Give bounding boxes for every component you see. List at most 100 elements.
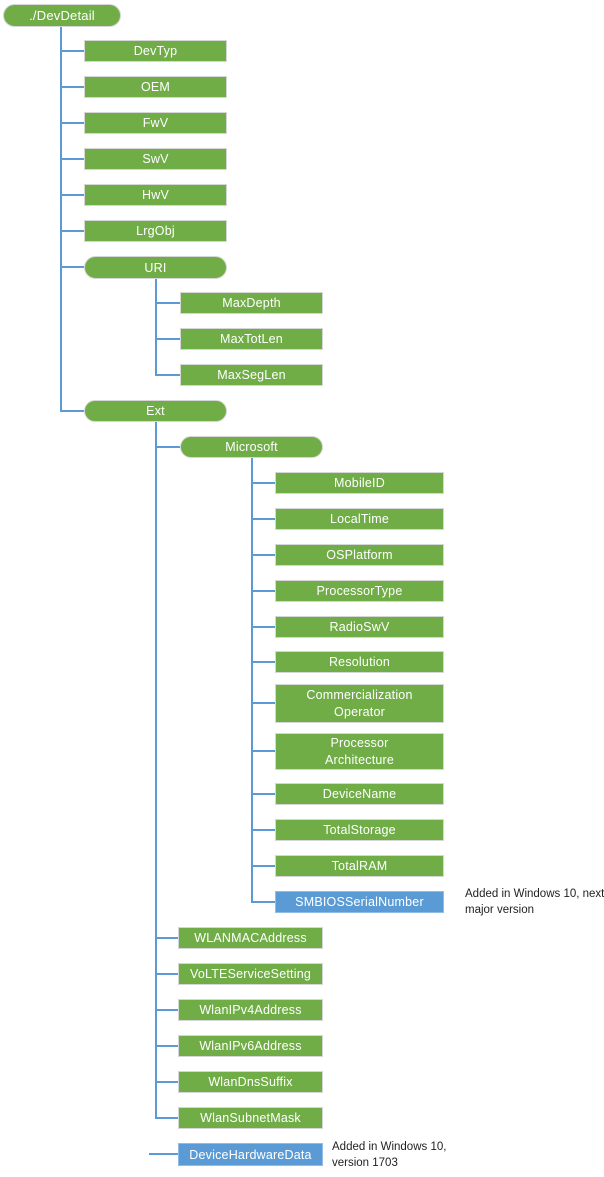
node-uri: URI: [84, 256, 227, 279]
node-label: MobileID: [334, 476, 385, 490]
node-label: Processor Architecture: [324, 735, 395, 767]
connector-line: [251, 829, 275, 831]
node-resolution: Resolution: [275, 651, 444, 673]
connector-line: [251, 458, 253, 903]
node-hwv: HwV: [84, 184, 227, 206]
connector-line: [251, 793, 275, 795]
connector-line: [155, 279, 157, 376]
node-label: DevTyp: [133, 44, 178, 58]
connector-line: [155, 1009, 178, 1011]
connector-line: [251, 518, 275, 520]
node-wlansubnetmask: WlanSubnetMask: [178, 1107, 323, 1129]
node-label: WlanIPv4Address: [199, 1003, 302, 1017]
node-lrgobj: LrgObj: [84, 220, 227, 242]
node-localtime: LocalTime: [275, 508, 444, 530]
node-label: Resolution: [328, 655, 391, 669]
node-totalram: TotalRAM: [275, 855, 444, 877]
node-devicename: DeviceName: [275, 783, 444, 805]
connector-line: [60, 410, 84, 412]
connector-line: [251, 661, 275, 663]
connector-line: [60, 266, 84, 268]
node-label: DeviceName: [322, 787, 397, 801]
node-mobileid: MobileID: [275, 472, 444, 494]
connector-line: [155, 338, 180, 340]
connector-line: [251, 590, 275, 592]
connector-line: [251, 901, 275, 903]
node-osplatform: OSPlatform: [275, 544, 444, 566]
node-label: URI: [144, 260, 167, 275]
annotation-devicehardwaredata-note: Added in Windows 10, version 1703: [332, 1141, 447, 1169]
node-label: SwV: [142, 152, 169, 166]
node-label: TotalStorage: [323, 823, 396, 837]
connector-line: [251, 750, 275, 752]
node-label: HwV: [142, 188, 169, 202]
node-label: WLANMACAddress: [194, 931, 307, 945]
connector-line: [60, 122, 84, 124]
node-oem: OEM: [84, 76, 227, 98]
node-label: RadioSwV: [329, 620, 390, 634]
connector-line: [60, 27, 62, 412]
node-label: Microsoft: [225, 440, 278, 454]
node-label: OSPlatform: [326, 548, 393, 562]
node-label: MaxTotLen: [220, 332, 283, 346]
node-label: MaxDepth: [222, 296, 281, 310]
node-label: LrgObj: [136, 224, 175, 238]
connector-line: [60, 158, 84, 160]
connector-line: [155, 302, 180, 304]
node-label: LocalTime: [330, 512, 389, 526]
node-devdetail: ./DevDetail: [3, 4, 121, 27]
connector-line: [149, 1153, 178, 1155]
node-label: ./DevDetail: [29, 7, 95, 23]
node-label: MaxSegLen: [217, 368, 286, 382]
node-ext: Ext: [84, 400, 227, 422]
connector-line: [60, 86, 84, 88]
node-label: FwV: [142, 116, 169, 130]
node-wlanipv4address: WlanIPv4Address: [178, 999, 323, 1021]
connector-line: [251, 865, 275, 867]
node-devtyp: DevTyp: [84, 40, 227, 62]
node-swv: SwV: [84, 148, 227, 170]
node-label: Commercialization Operator: [306, 687, 413, 719]
node-label: DeviceHardwareData: [189, 1147, 312, 1162]
connector-line: [251, 626, 275, 628]
connector-line: [60, 230, 84, 232]
node-voltservicesetting: VoLTEServiceSetting: [178, 963, 323, 985]
connector-line: [155, 937, 178, 939]
node-processorarchitecture: Processor Architecture: [275, 733, 444, 770]
node-label: TotalRAM: [331, 859, 388, 873]
node-label: OEM: [140, 80, 171, 94]
connector-line: [251, 554, 275, 556]
connector-line: [251, 482, 275, 484]
node-wlandnssuffix: WlanDnsSuffix: [178, 1071, 323, 1093]
connector-line: [60, 50, 84, 52]
node-devicehardwaredata: DeviceHardwareData: [178, 1143, 323, 1166]
node-commercializationoperator: Commercialization Operator: [275, 684, 444, 723]
connector-line: [60, 194, 84, 196]
node-wlanmacaddress: WLANMACAddress: [178, 927, 323, 949]
connector-line: [155, 973, 178, 975]
connector-line: [251, 702, 275, 704]
annotation-smbios-note: Added in Windows 10, next major version: [465, 888, 604, 916]
node-totalstorage: TotalStorage: [275, 819, 444, 841]
node-label: WlanDnsSuffix: [208, 1075, 293, 1089]
node-label: VoLTEServiceSetting: [190, 967, 311, 981]
node-fwv: FwV: [84, 112, 227, 134]
node-label: Ext: [146, 404, 165, 418]
node-label: WlanSubnetMask: [200, 1111, 301, 1125]
node-label: SMBIOSSerialNumber: [295, 895, 424, 909]
connector-line: [155, 422, 157, 1119]
node-smbiosserialnumber: SMBIOSSerialNumber: [275, 891, 444, 913]
node-maxseglen: MaxSegLen: [180, 364, 323, 386]
connector-line: [155, 374, 180, 376]
node-maxtotlen: MaxTotLen: [180, 328, 323, 350]
connector-line: [155, 446, 180, 448]
connector-line: [155, 1045, 178, 1047]
node-maxdepth: MaxDepth: [180, 292, 323, 314]
node-processortype: ProcessorType: [275, 580, 444, 602]
connector-line: [155, 1081, 178, 1083]
node-label: WlanIPv6Address: [199, 1039, 302, 1053]
node-label: ProcessorType: [316, 584, 403, 598]
node-microsoft: Microsoft: [180, 436, 323, 458]
node-radioswv: RadioSwV: [275, 616, 444, 638]
